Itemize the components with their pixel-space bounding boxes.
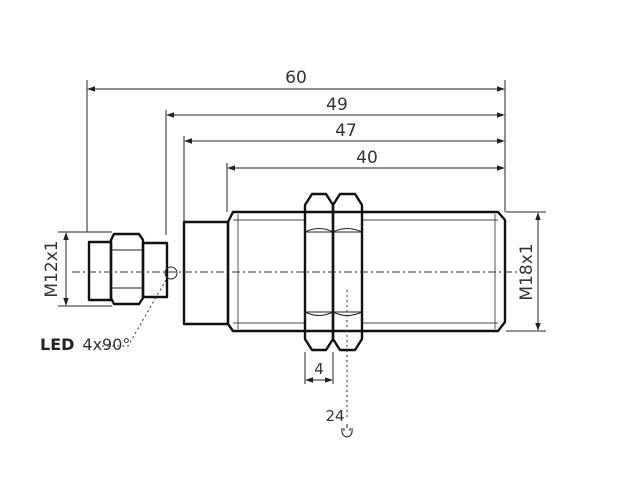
dimension-40: 40 (227, 148, 505, 171)
dimension-60: 60 (87, 68, 505, 92)
rear-housing (182, 220, 230, 326)
dimension-40-label: 40 (356, 148, 378, 168)
dimension-49: 49 (166, 95, 505, 118)
dimension-nut-thickness: 4 (304, 352, 334, 384)
m12-thread-label: M12x1 (42, 240, 62, 297)
threaded-body (226, 210, 507, 333)
led-label: LED 4x90° (40, 335, 130, 354)
extension-lines (86, 80, 506, 235)
wrench-callout: 24 (325, 290, 353, 438)
dimension-60-label: 60 (285, 68, 307, 88)
dimension-m18: M18x1 (506, 211, 546, 332)
led-indicator: LED 4x90° (40, 266, 178, 354)
nut-thickness-label: 4 (314, 360, 324, 378)
dimension-m12: M12x1 (42, 231, 112, 307)
led-label-spec: 4x90° (82, 335, 130, 354)
led-label-prefix: LED (40, 335, 74, 354)
connector-m12 (87, 232, 169, 306)
m18-thread-label: M18x1 (517, 243, 537, 300)
wrench-icon (341, 424, 353, 438)
dimension-47-label: 47 (335, 121, 357, 141)
dimension-47: 47 (184, 121, 505, 144)
dimension-49-label: 49 (326, 95, 348, 115)
wrench-size-label: 24 (325, 407, 344, 425)
